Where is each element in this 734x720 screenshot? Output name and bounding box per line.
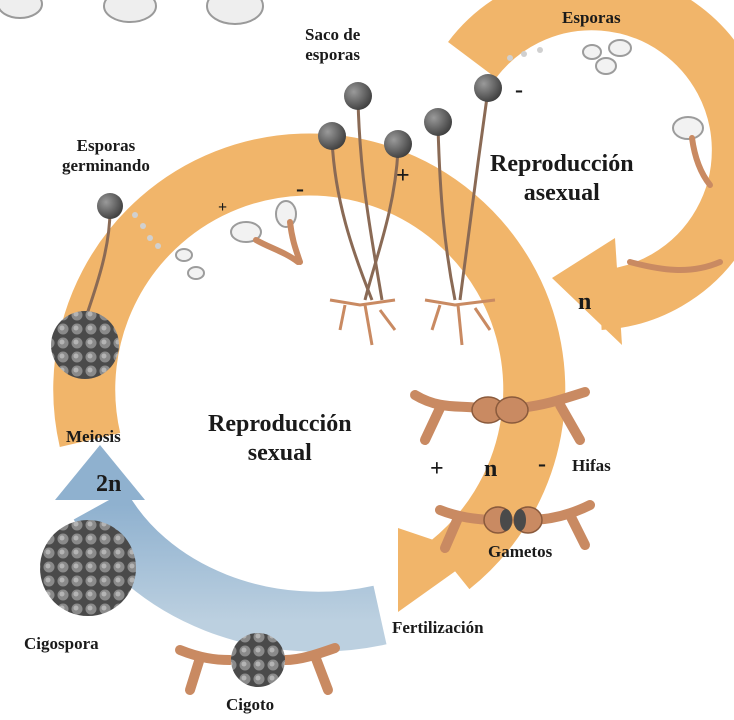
ploidy-n-asexual: n [578,288,591,317]
label-meiosis: Meiosis [66,427,121,447]
ploidy-n-sexual: n [484,455,497,484]
zygote [231,633,285,687]
label-gametos: Gametos [488,542,552,562]
label-hifas: Hifas [572,456,611,476]
label-reproduccion-sexual: Reproducción sexual [208,410,352,468]
label-saco-de-esporas: Saco de esporas [305,25,360,66]
label-reproduccion-asexual: Reproducción asexual [490,150,634,208]
label-esporas: Esporas [562,8,621,28]
sign-minus-spore: - [296,175,304,204]
zygospore [40,520,136,616]
rhizoids [330,300,495,345]
sign-plus-spore: + [218,198,227,217]
faded-spores-top [0,0,263,24]
label-cigoto: Cigoto [226,695,274,715]
label-fertilizacion: Fertilización [392,618,484,638]
sign-plus-hypha: + [430,455,444,484]
sign-minus-hypha: - [538,450,546,479]
label-esporas-germinando: Esporas germinando [62,136,150,177]
zygospore-germinating [51,311,119,379]
sign-plus-sac: + [396,162,410,191]
ploidy-2n: 2n [96,470,121,499]
sexual-cycle-arrow [84,164,534,565]
sign-minus-top-sac: - [515,76,523,105]
diploid-arrow [100,505,380,622]
label-cigospora: Cigospora [24,634,99,654]
